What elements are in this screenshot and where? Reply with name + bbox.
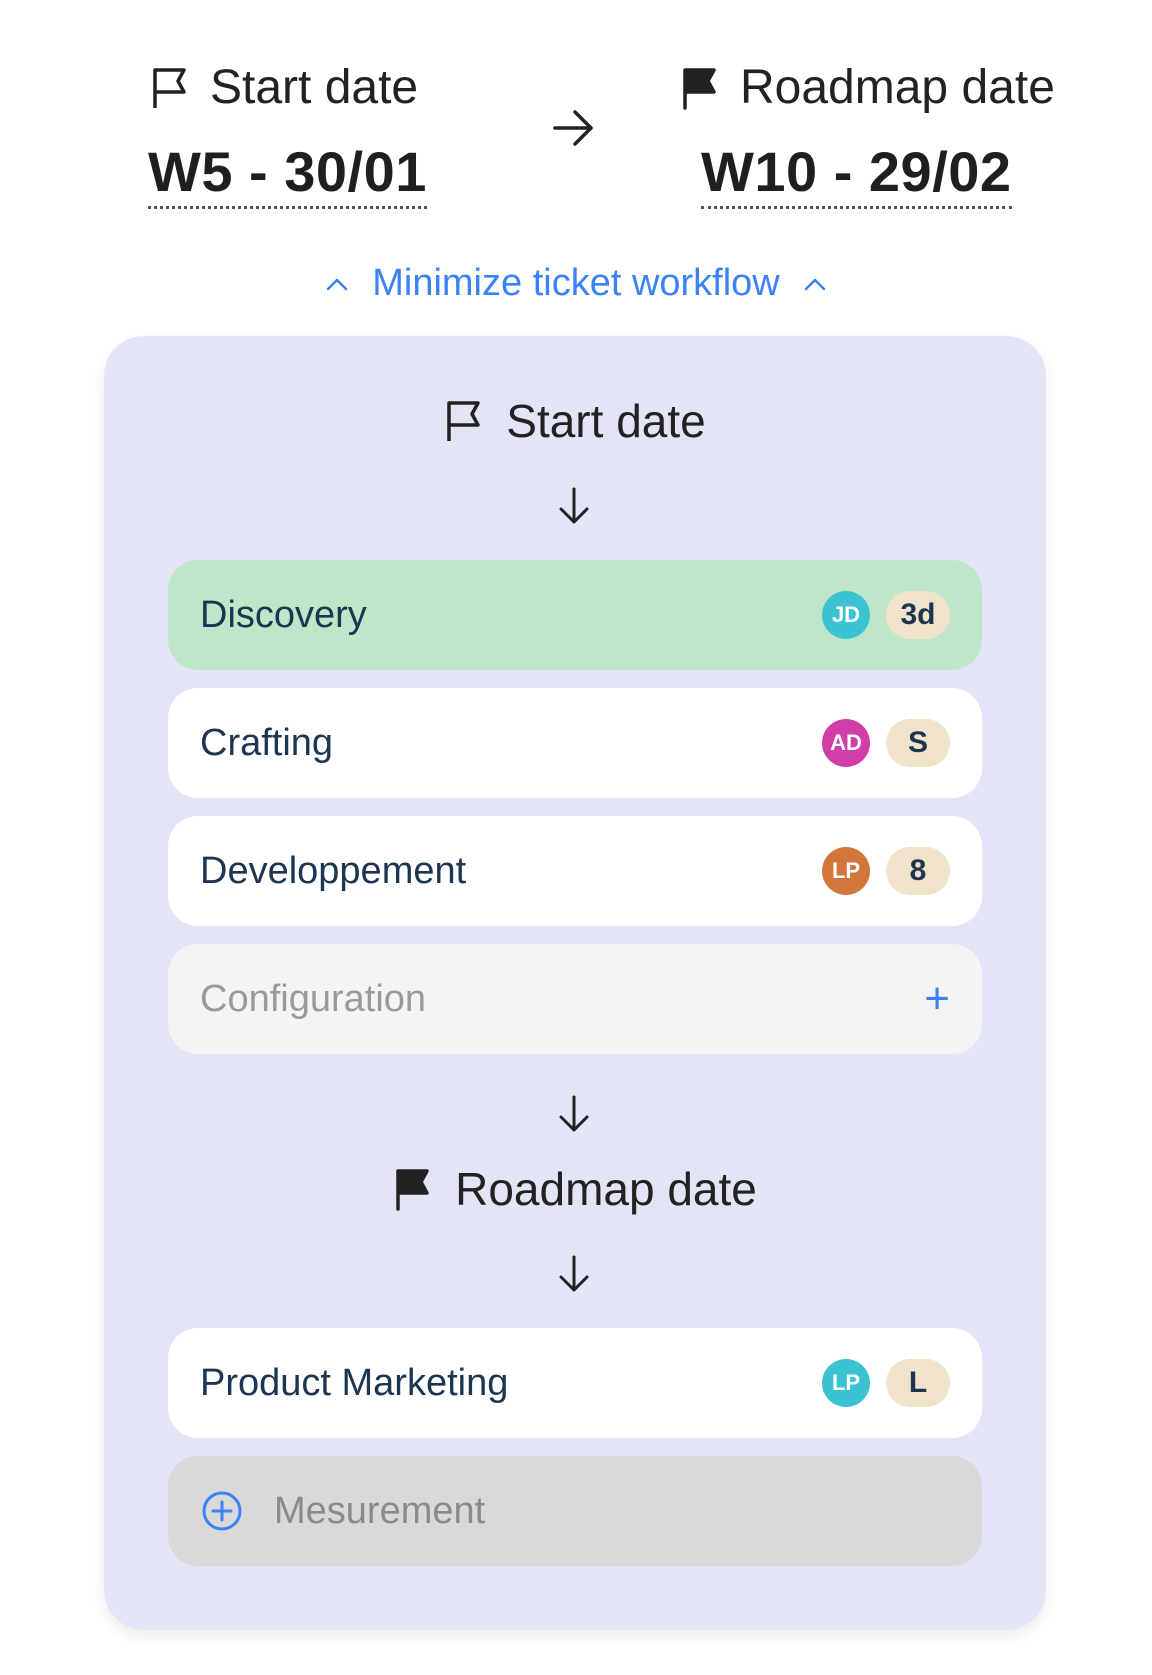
estimate-badge[interactable]: S (886, 719, 950, 767)
chevron-up-icon (326, 278, 348, 290)
minimize-workflow-toggle[interactable]: Minimize ticket workflow (0, 262, 1152, 305)
step-name: Mesurement (274, 1489, 486, 1532)
workflow-roadmap-date-label: Roadmap date (455, 1163, 757, 1215)
arrow-down-icon (559, 487, 589, 524)
minimize-workflow-label: Minimize ticket workflow (372, 262, 780, 304)
workflow-start-date-label: Start date (506, 395, 706, 447)
avatar[interactable]: LP (822, 1359, 870, 1407)
start-date-label: Start date (210, 61, 419, 114)
step-name: Crafting (200, 721, 334, 764)
step-name: Configuration (200, 977, 427, 1020)
arrow-down-icon (559, 1255, 589, 1292)
step-discovery[interactable]: Discovery JD 3d (168, 560, 982, 670)
avatar[interactable]: JD (822, 591, 870, 639)
flag-outline-icon (150, 66, 190, 110)
step-name: Discovery (200, 593, 367, 636)
estimate-badge[interactable]: L (886, 1359, 950, 1407)
arrow-down-icon (559, 1095, 589, 1132)
avatar[interactable]: LP (822, 847, 870, 895)
estimate-badge[interactable]: 3d (886, 591, 950, 639)
start-date-value[interactable]: W5 - 30/01 (148, 139, 427, 209)
step-developpement[interactable]: Developpement LP 8 (168, 816, 982, 926)
step-name: Product Marketing (200, 1361, 509, 1404)
workflow-panel: Start date Discovery JD 3d Crafting AD S… (104, 336, 1046, 1630)
roadmap-date-block: Roadmap date W10 - 29/02 (680, 60, 1055, 209)
step-product-marketing[interactable]: Product Marketing LP L (168, 1328, 982, 1438)
flag-filled-icon (393, 1167, 433, 1211)
add-circle-icon[interactable] (200, 1489, 244, 1533)
step-crafting[interactable]: Crafting AD S (168, 688, 982, 798)
roadmap-date-label: Roadmap date (740, 61, 1055, 114)
step-name: Developpement (200, 849, 467, 892)
workflow-start-date: Start date (104, 394, 1046, 448)
estimate-badge[interactable]: 8 (886, 847, 950, 895)
step-configuration[interactable]: Configuration + (168, 944, 982, 1054)
workflow-roadmap-date: Roadmap date (104, 1162, 1046, 1216)
plus-icon[interactable]: + (924, 974, 950, 1023)
flag-filled-icon (680, 66, 720, 110)
step-mesurement[interactable]: Mesurement (168, 1456, 982, 1566)
chevron-up-icon (804, 278, 826, 290)
start-date-block: Start date W5 - 30/01 (148, 60, 427, 209)
roadmap-date-value[interactable]: W10 - 29/02 (701, 139, 1012, 209)
arrow-right-icon (551, 108, 597, 153)
roadmap-date-header: Roadmap date (680, 60, 1055, 115)
avatar[interactable]: AD (822, 719, 870, 767)
flag-outline-icon (444, 399, 484, 443)
start-date-header: Start date (150, 60, 427, 115)
